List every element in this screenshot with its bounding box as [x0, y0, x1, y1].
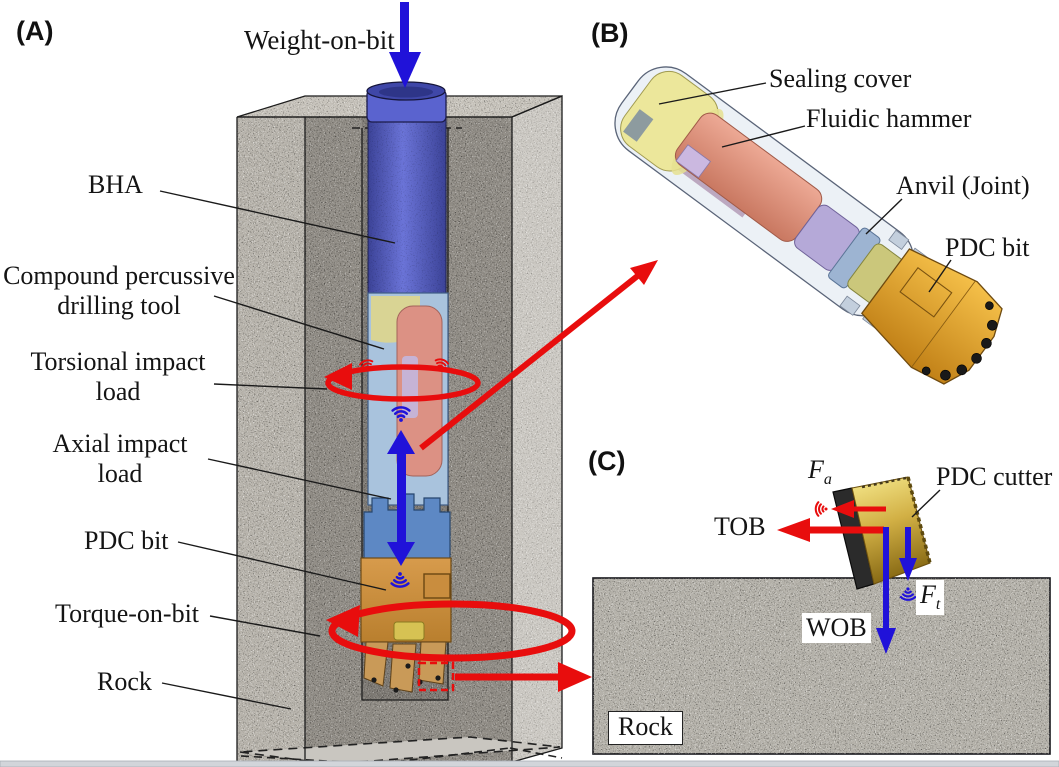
label-tob: TOB: [714, 512, 766, 541]
label-torsional-impact-load: Torsional impact load: [30, 347, 206, 406]
label-bha: BHA: [88, 170, 143, 199]
rock-block-c: [592, 577, 1051, 755]
wob-arrow: [876, 527, 896, 654]
impact-waves-icon: [814, 501, 829, 517]
ft-arrow: [899, 527, 917, 601]
panel-c-letter: (C): [588, 446, 626, 476]
pdc-bit-3d: [860, 248, 1003, 385]
weight-on-bit-arrow: [389, 2, 421, 88]
label-pdc-bit-b: PDC bit: [945, 233, 1030, 262]
roi-dashed-box: [417, 661, 455, 692]
torsional-impact-arrow: [324, 357, 481, 402]
torque-on-bit-arrow: [326, 600, 576, 662]
tool-3d-b: [614, 66, 1003, 385]
anvil-a: [363, 493, 451, 561]
panel-b-letter: (B): [591, 18, 629, 48]
label-anvil-joint: Anvil (Joint): [896, 171, 1030, 200]
label-wob: WOB: [802, 613, 871, 643]
fa-arrow: [814, 500, 886, 518]
label-ft: Ft: [916, 580, 945, 615]
label-axial-impact-load: Axial impact load: [52, 429, 188, 488]
tob-arrow: [777, 518, 884, 542]
arrow-to-panel-c: [455, 662, 592, 692]
label-rock-c: Rock: [608, 711, 683, 745]
axial-impact-arrow: [387, 406, 415, 588]
pdc-bit-a: [360, 557, 452, 693]
label-pdc-bit-a: PDC bit: [84, 526, 169, 555]
label-sealing-cover: Sealing cover: [769, 64, 912, 93]
label-rock-a: Rock: [97, 667, 152, 696]
label-weight-on-bit: Weight-on-bit: [244, 25, 395, 55]
label-fa: Fa: [808, 455, 832, 489]
fluidic-hammer-a: [396, 305, 443, 477]
arrow-to-panel-b: [419, 260, 658, 451]
label-compound-percussive-drilling-tool: Compound percussive drilling tool: [3, 261, 235, 320]
bha-cylinder: [367, 117, 447, 296]
label-torque-on-bit: Torque-on-bit: [55, 599, 200, 628]
drill-collar-cap: [366, 81, 447, 123]
label-pdc-cutter: PDC cutter: [936, 462, 1053, 491]
bottom-divider: [0, 760, 1059, 767]
panel-a-letter: (A): [16, 16, 54, 46]
label-fluidic-hammer: Fluidic hammer: [806, 104, 972, 133]
leader-lines: [159, 82, 952, 710]
